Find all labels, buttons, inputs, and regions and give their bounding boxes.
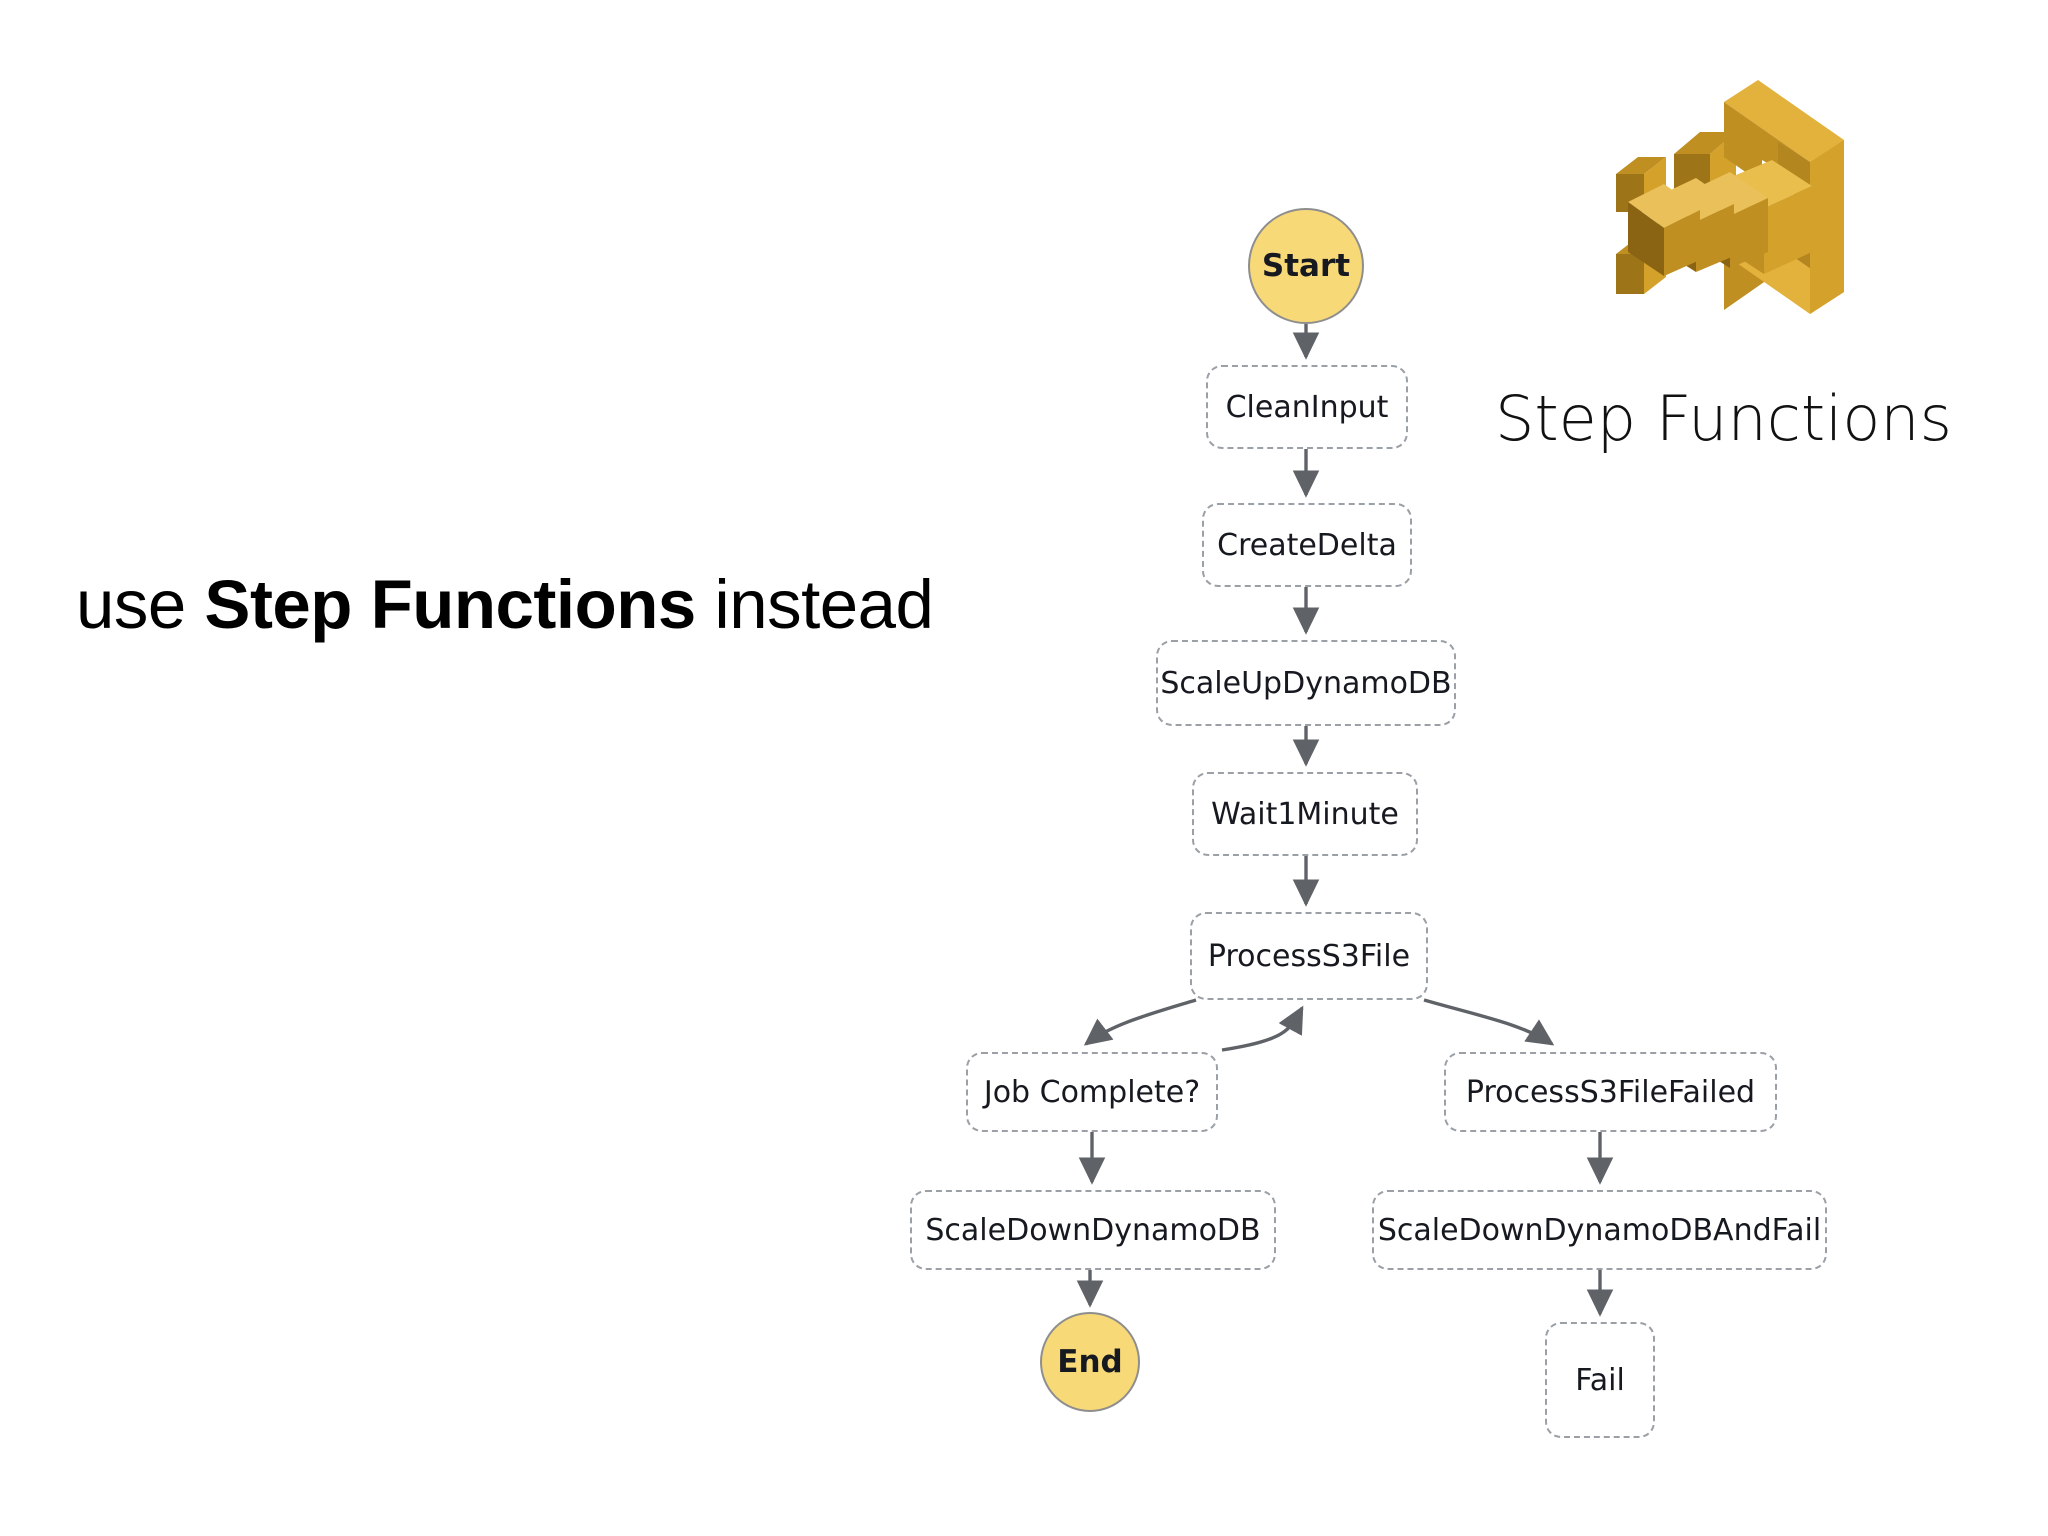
node-jobcomplete[interactable]: Job Complete?	[966, 1052, 1218, 1132]
headline-emphasis: Step Functions	[204, 566, 696, 643]
service-name-label: Step Functions	[1495, 382, 1952, 455]
headline-prefix: use	[76, 566, 205, 643]
node-createdelta[interactable]: CreateDelta	[1202, 503, 1412, 587]
node-scaledowndynamodb-label: ScaleDownDynamoDB	[925, 1212, 1261, 1248]
node-end[interactable]: End	[1040, 1312, 1140, 1412]
node-end-label: End	[1057, 1344, 1123, 1380]
node-wait1minute[interactable]: Wait1Minute	[1192, 772, 1418, 856]
edge-processs3file-processfailed	[1423, 998, 1555, 1046]
node-scaledowndynamodbandfail-label: ScaleDownDynamoDBAndFail	[1377, 1212, 1822, 1248]
page-title: use Step Functions instead	[76, 570, 934, 639]
node-jobcomplete-label: Job Complete?	[983, 1074, 1201, 1110]
node-wait1minute-label: Wait1Minute	[1211, 796, 1399, 832]
node-scaledowndynamodbandfail[interactable]: ScaleDownDynamoDBAndFail	[1372, 1190, 1827, 1270]
aws-step-functions-logo-icon	[1596, 62, 1886, 347]
node-scaledowndynamodb[interactable]: ScaleDownDynamoDB	[910, 1190, 1276, 1270]
node-scaleupdynamodb[interactable]: ScaleUpDynamoDB	[1156, 640, 1456, 726]
edge-processs3file-jobcomplete	[1083, 998, 1197, 1046]
node-scaleupdynamodb-label: ScaleUpDynamoDB	[1160, 665, 1452, 701]
edge-jobcomplete-processs3file	[1221, 1005, 1304, 1052]
node-cleaninput-label: CleanInput	[1225, 389, 1389, 425]
node-cleaninput[interactable]: CleanInput	[1206, 365, 1408, 449]
node-processs3filefailed[interactable]: ProcessS3FileFailed	[1444, 1052, 1777, 1132]
node-start-label: Start	[1261, 248, 1351, 284]
node-fail-label: Fail	[1575, 1362, 1625, 1398]
node-processs3file[interactable]: ProcessS3File	[1190, 912, 1428, 1000]
node-processs3filefailed-label: ProcessS3FileFailed	[1465, 1074, 1756, 1110]
node-createdelta-label: CreateDelta	[1217, 527, 1397, 563]
headline-suffix: instead	[695, 566, 934, 643]
node-start[interactable]: Start	[1248, 208, 1364, 324]
node-fail[interactable]: Fail	[1545, 1322, 1655, 1438]
node-processs3file-label: ProcessS3File	[1207, 938, 1411, 974]
